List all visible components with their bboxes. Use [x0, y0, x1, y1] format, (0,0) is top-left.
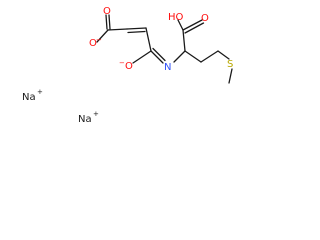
- bond-c1-c2: [107, 28, 128, 31]
- atom-o-carboxylate-anion-charge: −: [96, 36, 102, 44]
- atom-o-acid-hydroxyl: HO: [168, 12, 184, 23]
- bond-ca-cacid: [182, 29, 186, 52]
- atom-n-imine: N: [164, 62, 171, 73]
- bond-c4-n-b: [152, 47, 166, 62]
- bond-n-ca: [173, 50, 186, 63]
- atom-na-2: Na: [78, 114, 92, 125]
- atom-o-carboxylate-top: O: [103, 6, 111, 17]
- bond-cb-cg: [200, 50, 219, 63]
- atom-na-1-charge: +: [37, 88, 43, 96]
- bond-c2-c3-a: [126, 27, 147, 30]
- atom-na-1: Na: [22, 92, 36, 103]
- atom-na-2-charge: +: [93, 110, 99, 118]
- chemical-structure: O O − O − N O HO S Na + Na +: [22, 6, 233, 125]
- bond-layer: [96, 14, 233, 84]
- bond-c2-c3-b: [127, 30, 146, 34]
- bond-c1-o-double-a: [105, 14, 108, 30]
- atom-s-thioether: S: [227, 59, 233, 70]
- bond-cg-s: [217, 50, 230, 60]
- bond-c3-c4: [145, 27, 152, 52]
- bond-cacid-o-double-b: [184, 22, 205, 34]
- atom-o-acid-carbonyl: O: [201, 13, 209, 24]
- atom-o-enolate: O: [125, 61, 133, 72]
- atom-o-enolate-charge: −: [119, 59, 125, 67]
- bond-c1-o-anion: [96, 29, 109, 43]
- bond-c1-o-double-b: [108, 14, 111, 30]
- atom-layer: O O − O − N O HO S Na + Na +: [22, 6, 233, 125]
- bond-ca-cb: [184, 50, 202, 63]
- bond-c4-n-a: [150, 50, 164, 64]
- atom-o-carboxylate-anion: O: [89, 38, 97, 49]
- bond-c4-o-enolate: [132, 50, 152, 64]
- bond-s-methyl: [228, 68, 233, 84]
- bond-cacid-o-double-a: [182, 19, 203, 31]
- bond-cacid-oh: [177, 19, 184, 31]
